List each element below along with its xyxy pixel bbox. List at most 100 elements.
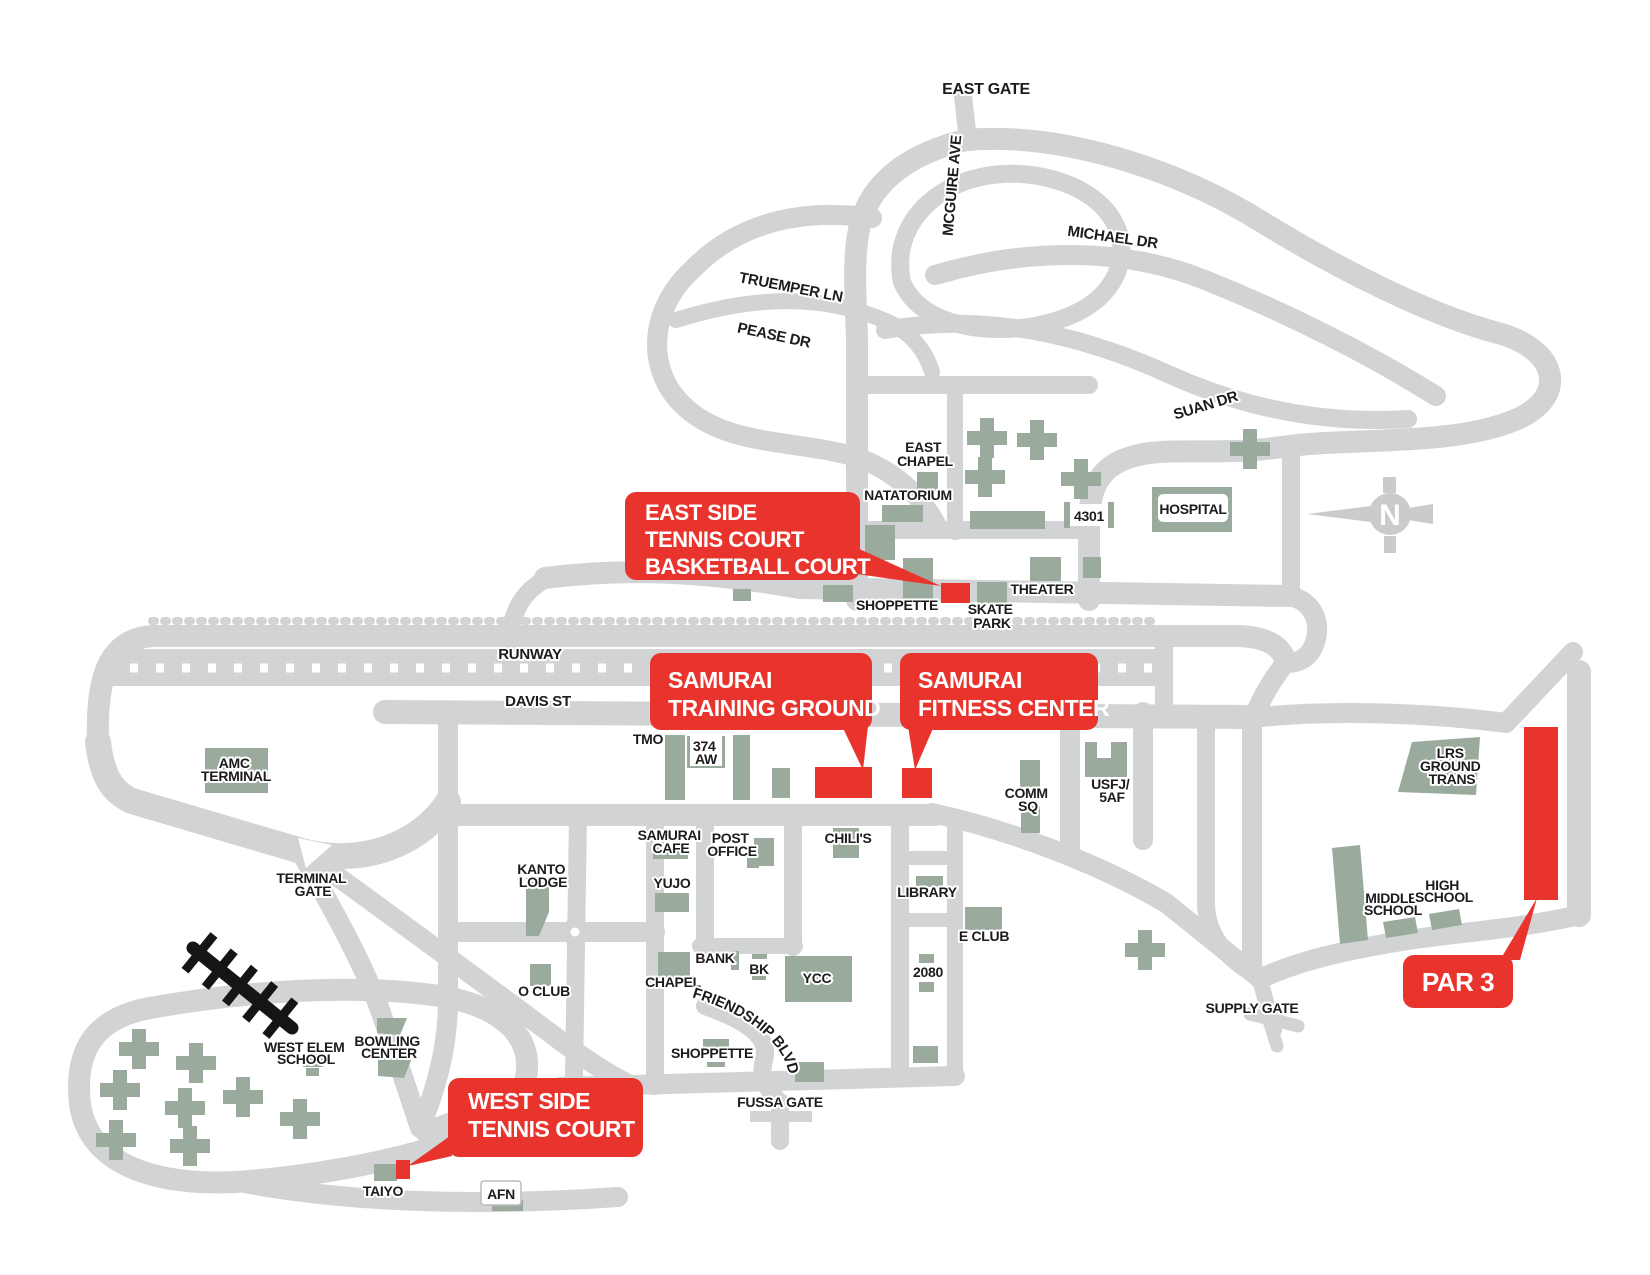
label-runway: RUNWAY [498,646,562,663]
compass-bar-top [1383,477,1396,493]
building [795,1062,824,1082]
building [965,457,1005,497]
plate-374aw [690,736,722,766]
building [1030,557,1061,581]
label-comm-sq: COMM SQ [1005,785,1052,814]
label-374aw: 374 AW [693,738,719,767]
callout-samurai-fitness-center: SAMURAI FITNESS CENTER [900,653,1110,770]
label-line: MIDDLE [1365,890,1417,906]
callout-line: TENNIS COURT [645,527,805,552]
road [302,848,638,1094]
label-line: GROUND [1420,758,1481,774]
label-line: CHAPEL [897,453,954,469]
building [1021,806,1040,833]
building [772,768,790,798]
compass-circle [1369,493,1411,535]
road [891,164,1131,339]
bracket [1064,502,1070,528]
label-post-office: POST OFFICE [707,830,757,859]
label-line: PARK [973,615,1011,631]
building [752,954,767,959]
label-o-club: O CLUB [518,983,570,999]
building [165,1088,205,1128]
callout-text: SAMURAI TRAINING GROUND [668,667,880,721]
building [1125,930,1165,970]
label-taiyo: TAIYO [363,1183,404,1199]
building [303,1053,323,1067]
callout-body [900,653,1098,730]
road [922,803,1268,987]
highlight-markers [396,583,1558,1179]
callout-east-side-tennis: EAST SIDE TENNIS COURT BASKETBALL COURT [625,492,941,586]
label-line: BOWLING [354,1033,420,1049]
building [917,472,938,491]
callout-line: FITNESS CENTER [918,695,1110,721]
callout-pointer [1500,898,1537,960]
label-line: SCHOOL [1364,902,1423,918]
label-bank: BANK [695,950,734,966]
callout-pointer [408,1136,452,1166]
building [280,1099,320,1139]
building [1230,429,1270,469]
callout-pointer [908,726,934,770]
building [1429,909,1462,930]
label-ycc: YCC [803,970,832,986]
label-afn: AFN [487,1186,515,1202]
label-line: KANTO [517,861,565,877]
label-terminal-gate: TERMINAL GATE [276,870,349,899]
road [1276,586,1328,673]
building [747,858,759,868]
building [176,1043,216,1083]
label-pease-dr: PEASE DR [736,320,813,352]
road [1242,707,1270,989]
label-line: SCHOOL [1415,889,1474,905]
building-notch [1097,742,1111,758]
label-line: WEST ELEM [264,1039,345,1055]
building [530,964,551,986]
label-line: HIGH [1425,877,1459,893]
terminal-gate-fork [298,838,332,868]
callout-par3: PAR 3 [1403,898,1537,1008]
callout-line: SAMURAI [918,667,1022,693]
building [378,1056,412,1078]
compass-rose: N [1307,477,1433,553]
road [1242,702,1516,733]
label-west-elem: WEST ELEM SCHOOL [264,1039,348,1067]
label-middle-school: MIDDLE SCHOOL [1364,890,1423,918]
building [965,907,1002,930]
supply-gate-bar [1263,1017,1284,1053]
callout-west-side-tennis: WEST SIDE TENNIS COURT [408,1078,643,1166]
fussa-gate-bar [750,1111,812,1122]
label-yujo: YUJO [654,875,691,891]
label-fussa-gate: FUSSA GATE [737,1094,823,1110]
building [733,735,750,800]
label-line: COMM [1005,785,1048,801]
building [1017,420,1057,460]
building [977,582,1007,605]
label-line: 374 [693,738,716,754]
road [1496,642,1583,733]
callout-text: EAST SIDE TENNIS COURT BASKETBALL COURT [645,500,871,579]
callout-line: WEST SIDE [468,1088,590,1114]
label-library: LIBRARY [897,884,958,900]
west-tennis-marker [396,1160,410,1179]
label-high-school: HIGH SCHOOL [1415,877,1474,905]
building [526,878,549,936]
label-usfj-5af: USFJ/ 5AF [1091,776,1133,805]
building [306,1068,319,1076]
building [919,982,934,992]
building [377,1018,407,1035]
label-line: LODGE [519,874,567,890]
label-tmo: TMO [633,731,664,747]
building [882,505,923,522]
label-line: TRANS [1429,771,1476,787]
callout-samurai-training-ground: SAMURAI TRAINING GROUND [650,653,881,770]
building [1083,557,1101,578]
label-amc-terminal: AMC TERMINAL [201,755,272,784]
label-kanto-lodge: KANTO LODGE [517,861,569,890]
label-line: AW [695,751,718,767]
building [1383,917,1418,938]
building [833,828,859,858]
label-line: CENTER [361,1045,417,1061]
building [752,976,766,980]
